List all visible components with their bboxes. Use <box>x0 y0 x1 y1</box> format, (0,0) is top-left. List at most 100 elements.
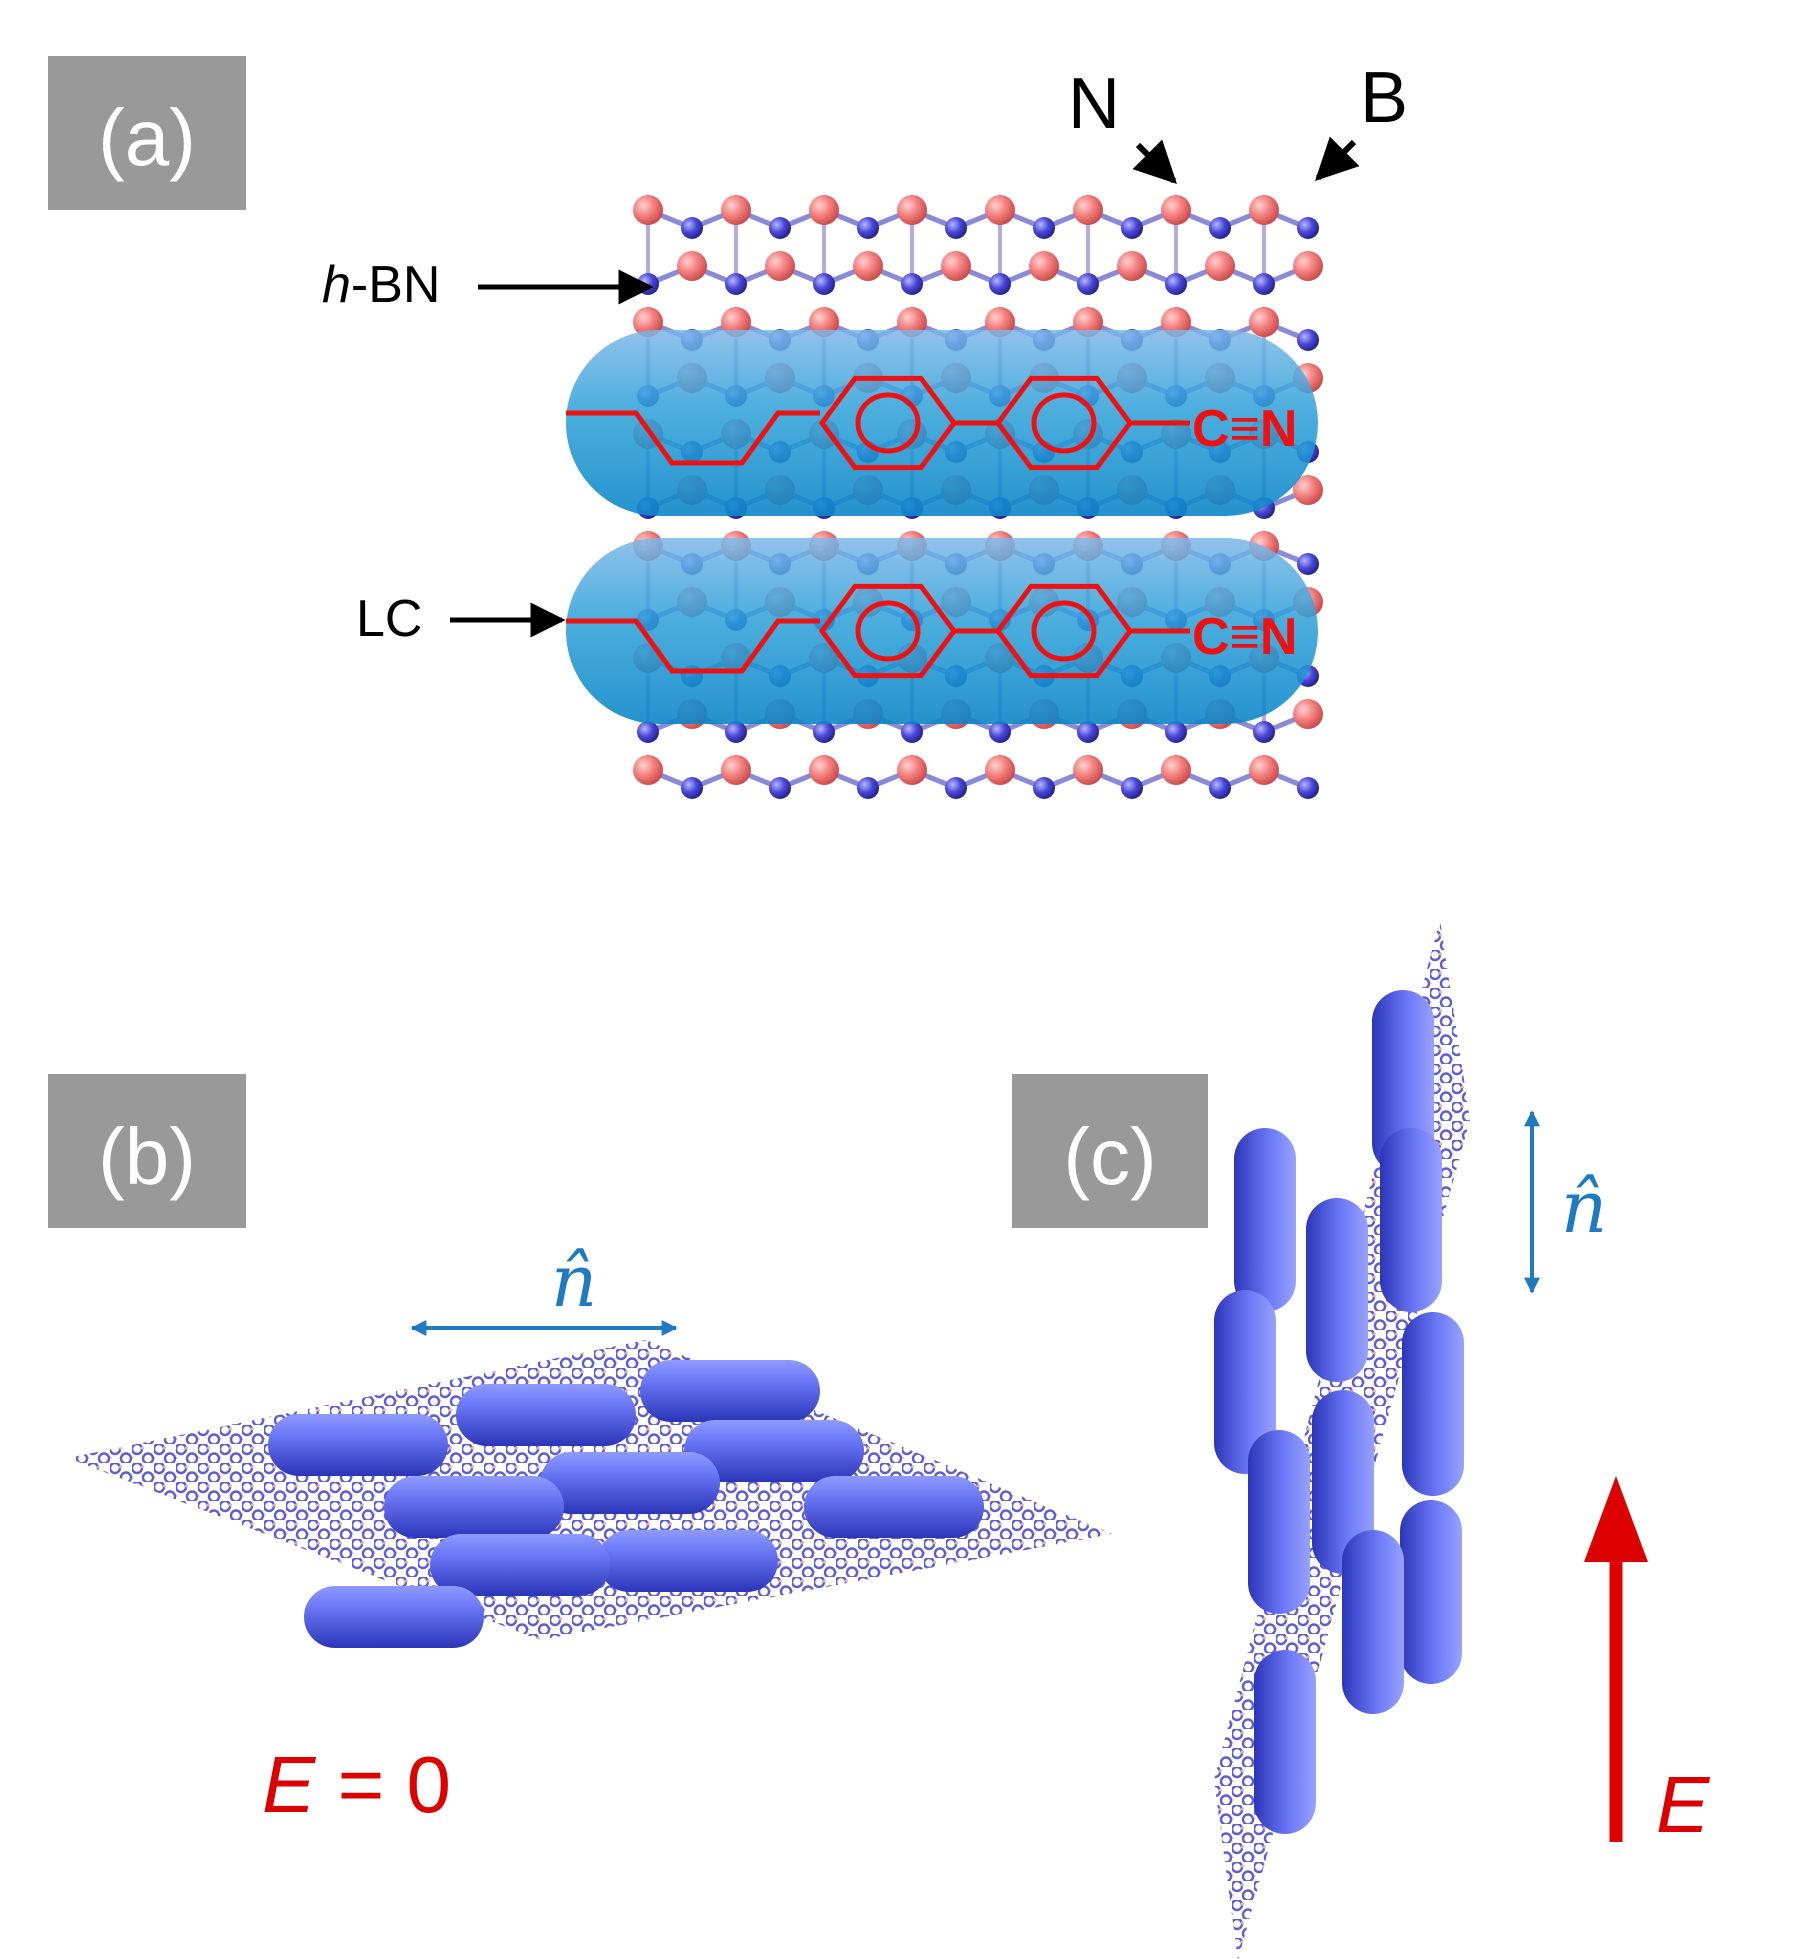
boron-atom <box>941 251 971 281</box>
nitrogen-atom <box>769 217 791 239</box>
lc-rod <box>304 1586 484 1648</box>
boron-atom <box>1117 251 1147 281</box>
boron-atom <box>1073 307 1103 337</box>
boron-atom <box>1029 251 1059 281</box>
cn-group-bottom: C≡N <box>1192 608 1297 666</box>
boron-atom <box>721 195 751 225</box>
director-label-c: n̂ <box>1561 1165 1607 1249</box>
boron-atom <box>1293 475 1323 505</box>
b-atom-label: B <box>1360 58 1408 138</box>
nitrogen-atom <box>857 217 879 239</box>
aromatic-circle <box>1031 392 1097 454</box>
panel-b-label-box <box>48 1074 246 1228</box>
panel-c-label: (c) <box>1063 1112 1156 1201</box>
nitrogen-atom <box>725 721 747 743</box>
hbn-label-italic: h <box>322 256 351 314</box>
lc-molecule <box>566 375 1190 471</box>
nitrogen-atom <box>1297 777 1319 799</box>
nitrogen-atom <box>857 777 879 799</box>
boron-atom <box>1073 755 1103 785</box>
nitrogen-atom <box>1121 777 1143 799</box>
lc-capsule-top <box>566 330 1318 516</box>
lc-rod <box>1402 1312 1464 1496</box>
boron-atom <box>765 251 795 281</box>
n-atom-arrow <box>1132 139 1177 184</box>
panel-c: (c) n̂ E <box>1012 920 1711 1959</box>
boron-atom <box>853 251 883 281</box>
lc-molecules <box>566 375 1190 679</box>
lc-rod <box>598 1530 778 1592</box>
field-zero-rest: = 0 <box>315 1740 451 1829</box>
lc-rod <box>684 1420 864 1482</box>
lc-rod <box>1234 1128 1296 1312</box>
nitrogen-atom <box>637 273 659 295</box>
nitrogen-atom <box>813 273 835 295</box>
boron-atom <box>897 195 927 225</box>
lc-rod <box>804 1476 984 1538</box>
nitrogen-atom <box>901 721 923 743</box>
boron-atom <box>1249 307 1279 337</box>
panel-a-label: (a) <box>98 93 196 182</box>
panel-a-label-box <box>48 56 246 210</box>
lc-rod <box>540 1452 720 1514</box>
benzene-ring <box>818 375 958 471</box>
nitrogen-atom <box>637 721 659 743</box>
boron-atom <box>1161 755 1191 785</box>
boron-atom <box>1293 251 1323 281</box>
nitrogen-atom <box>1033 217 1055 239</box>
boron-atom <box>1249 755 1279 785</box>
lc-rod <box>430 1534 610 1596</box>
director-label-b: n̂ <box>551 1239 597 1323</box>
nitrogen-atom <box>1209 777 1231 799</box>
panel-c-label-box <box>1012 1074 1208 1228</box>
nitrogen-atom <box>1077 273 1099 295</box>
lc-rods-flat <box>268 1360 984 1648</box>
lc-rod <box>1254 1650 1316 1834</box>
nitrogen-atom <box>1209 217 1231 239</box>
boron-atom <box>985 195 1015 225</box>
b-atom-arrow <box>1315 136 1360 181</box>
field-zero-e: E <box>262 1740 317 1829</box>
field-arrow-head <box>1584 1476 1648 1562</box>
boron-atom <box>809 307 839 337</box>
lc-rods-vertical <box>1214 990 1464 1834</box>
n-atom-label: N <box>1068 64 1120 144</box>
lc-rod <box>1312 1390 1374 1574</box>
field-label: E <box>1656 1760 1711 1849</box>
nitrogen-atom <box>1165 721 1187 743</box>
boron-atom <box>809 195 839 225</box>
panel-b: (b) n̂ E = 0 <box>48 1074 1112 1829</box>
lc-label: LC <box>356 590 422 648</box>
nitrogen-atom <box>989 721 1011 743</box>
panel-b-label: (b) <box>98 1112 196 1201</box>
lc-rod <box>456 1384 636 1446</box>
boron-atom <box>1249 195 1279 225</box>
panel-a: (a) C≡N C≡N N B h-BN LC <box>48 56 1408 799</box>
nitrogen-atom <box>1253 273 1275 295</box>
boron-atom <box>985 307 1015 337</box>
cn-group-top: C≡N <box>1192 400 1297 458</box>
nitrogen-atom <box>681 217 703 239</box>
boron-atom <box>721 307 751 337</box>
boron-atom <box>677 251 707 281</box>
lc-rod <box>384 1476 564 1538</box>
hbn-label-rest: -BN <box>351 256 441 314</box>
benzene-ring <box>818 583 958 679</box>
boron-atom <box>1161 307 1191 337</box>
lc-rod <box>1400 1500 1462 1684</box>
alkyl-chain <box>566 618 820 674</box>
boron-atom <box>1161 195 1191 225</box>
field-zero-label: E = 0 <box>262 1740 451 1829</box>
nitrogen-atom <box>1033 777 1055 799</box>
nitrogen-atom <box>945 217 967 239</box>
nitrogen-atom <box>1121 217 1143 239</box>
aromatic-circle <box>855 392 921 454</box>
nitrogen-atom <box>1297 553 1319 575</box>
nitrogen-atom <box>1297 329 1319 351</box>
nitrogen-atom <box>901 273 923 295</box>
lc-rod <box>640 1360 820 1422</box>
lc-rod <box>268 1414 448 1476</box>
nitrogen-atom <box>681 777 703 799</box>
lc-rod <box>1342 1530 1404 1714</box>
